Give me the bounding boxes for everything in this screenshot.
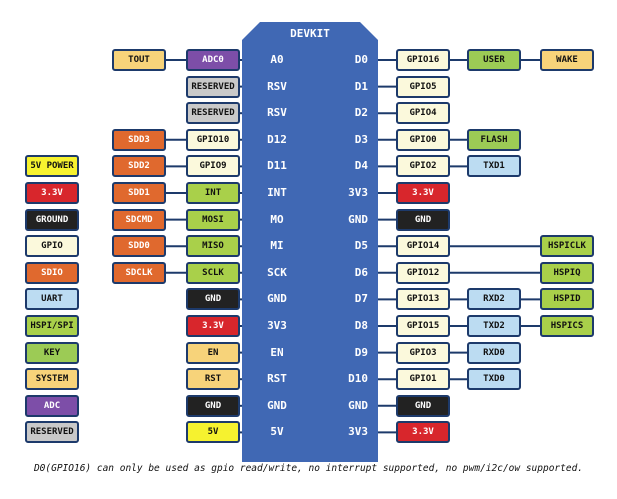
pin-label-gpio: GPIO1 [396,368,450,391]
pin-label-hspi: INT [186,182,240,204]
pin-label-system: RST [186,368,240,391]
board-pin: D7 [354,292,368,306]
pin-label-hspi: SCLK [186,261,240,284]
pin-label-gpio: GPIO16 [396,49,450,71]
board-pin: D6 [354,265,368,279]
board-pin: RST [267,372,287,386]
pin-label-sdio: SDCMD [112,208,166,231]
pin-label-hspi: HSPI/SPI [25,315,79,337]
pin-label-adc: ADC0 [186,49,240,71]
pin-label-key: USER [467,49,521,71]
pin-label-v33: 3.3V [396,182,450,204]
board-pin: D5 [354,239,368,253]
pin-label-reserved: RESERVED [25,421,79,444]
pin-label-gpio: GPIO3 [396,341,450,364]
pin-label-gpio: GPIO9 [186,155,240,178]
board-pin: GND [348,398,368,412]
board-pin: D4 [354,159,368,173]
pin-label-sdio: SDD3 [112,128,166,151]
board-pin: RSV [267,79,287,93]
pin-label-gpio: GPIO13 [396,288,450,311]
pin-label-hspi: HSPIQ [540,261,594,284]
pin-label-v33: 3.3V [25,182,79,204]
pin-label-v33: 3.3V [186,315,240,337]
pin-label-sdio: SDD2 [112,155,166,178]
board-pin: D8 [354,319,368,332]
pin-label-gpio: GPIO0 [396,128,450,151]
pin-label-gnd: GND [186,288,240,311]
pin-label-sdio: SDD0 [112,235,166,258]
board-pin: D2 [354,106,368,120]
board-title: DEVKIT [290,27,330,40]
board-pin: D3 [354,132,368,146]
pin-label-v5: 5V POWER [25,155,79,178]
board-pin: 5V [270,425,284,439]
board-pin: D9 [354,345,368,359]
board-pin: 3V3 [348,186,368,199]
pin-label-gpio: GPIO4 [396,102,450,125]
board-pin: D1 [354,79,368,93]
devkit-board [242,22,378,462]
pin-label-gpio: GPIO15 [396,315,450,337]
board-pin: D11 [267,159,287,173]
pin-label-gpio: GPIO10 [186,128,240,151]
board-pin: D10 [348,372,368,386]
board-pin: 3V3 [348,425,368,439]
pin-label-key: FLASH [467,128,521,151]
pin-label-gnd: GND [396,394,450,417]
pin-label-reserved: RESERVED [186,102,240,125]
pin-label-system: WAKE [540,49,594,71]
board-pin: MO [270,212,284,226]
pin-label-uart: RXD2 [467,288,521,311]
pin-label-uart: TXD1 [467,155,521,178]
board-pin: GND [348,212,368,226]
board-pin: D12 [267,132,287,146]
pin-label-hspi: MISO [186,235,240,258]
pin-label-uart: TXD2 [467,315,521,337]
board-pin: INT [267,186,287,199]
pin-label-uart: RXD0 [467,341,521,364]
pin-label-gnd: GND [396,208,450,231]
pin-label-hspi: HSPICS [540,315,594,337]
pin-label-key: KEY [25,341,79,364]
board-pin: A0 [270,53,284,66]
pin-label-sdio: SDIO [25,261,79,284]
pin-label-gpio: GPIO5 [396,75,450,98]
board-pin: 3V3 [267,319,287,332]
pin-label-reserved: RESERVED [186,75,240,98]
board-pin: MI [270,239,284,253]
board-pin: D0 [354,53,368,66]
footnote: D0(GPIO16) can only be used as gpio read… [33,463,584,474]
pin-label-hspi: HSPID [540,288,594,311]
pin-label-gnd: GROUND [25,208,79,231]
board-pin: SCK [267,265,287,279]
pin-label-v5: 5V [186,421,240,444]
pin-label-system: SYSTEM [25,368,79,391]
pin-label-system: EN [186,341,240,364]
pin-label-system: TOUT [112,49,166,71]
pin-label-sdio: SDCLK [112,261,166,284]
pin-label-sdio: SDD1 [112,182,166,204]
pin-label-uart: TXD0 [467,368,521,391]
board-pin: EN [270,345,284,359]
pin-label-uart: UART [25,288,79,311]
pin-label-hspi: MOSI [186,208,240,231]
pin-label-gnd: GND [186,394,240,417]
board-pin: GND [267,292,287,306]
board-pin: RSV [267,106,287,120]
pin-label-v33: 3.3V [396,421,450,444]
pin-label-hspi: HSPICLK [540,235,594,258]
pin-label-gpio: GPIO12 [396,261,450,284]
pin-label-gpio: GPIO [25,235,79,258]
board-pin: GND [267,398,287,412]
pin-label-gpio: GPIO14 [396,235,450,258]
pin-label-adc: ADC [25,394,79,417]
pin-label-gpio: GPIO2 [396,155,450,178]
